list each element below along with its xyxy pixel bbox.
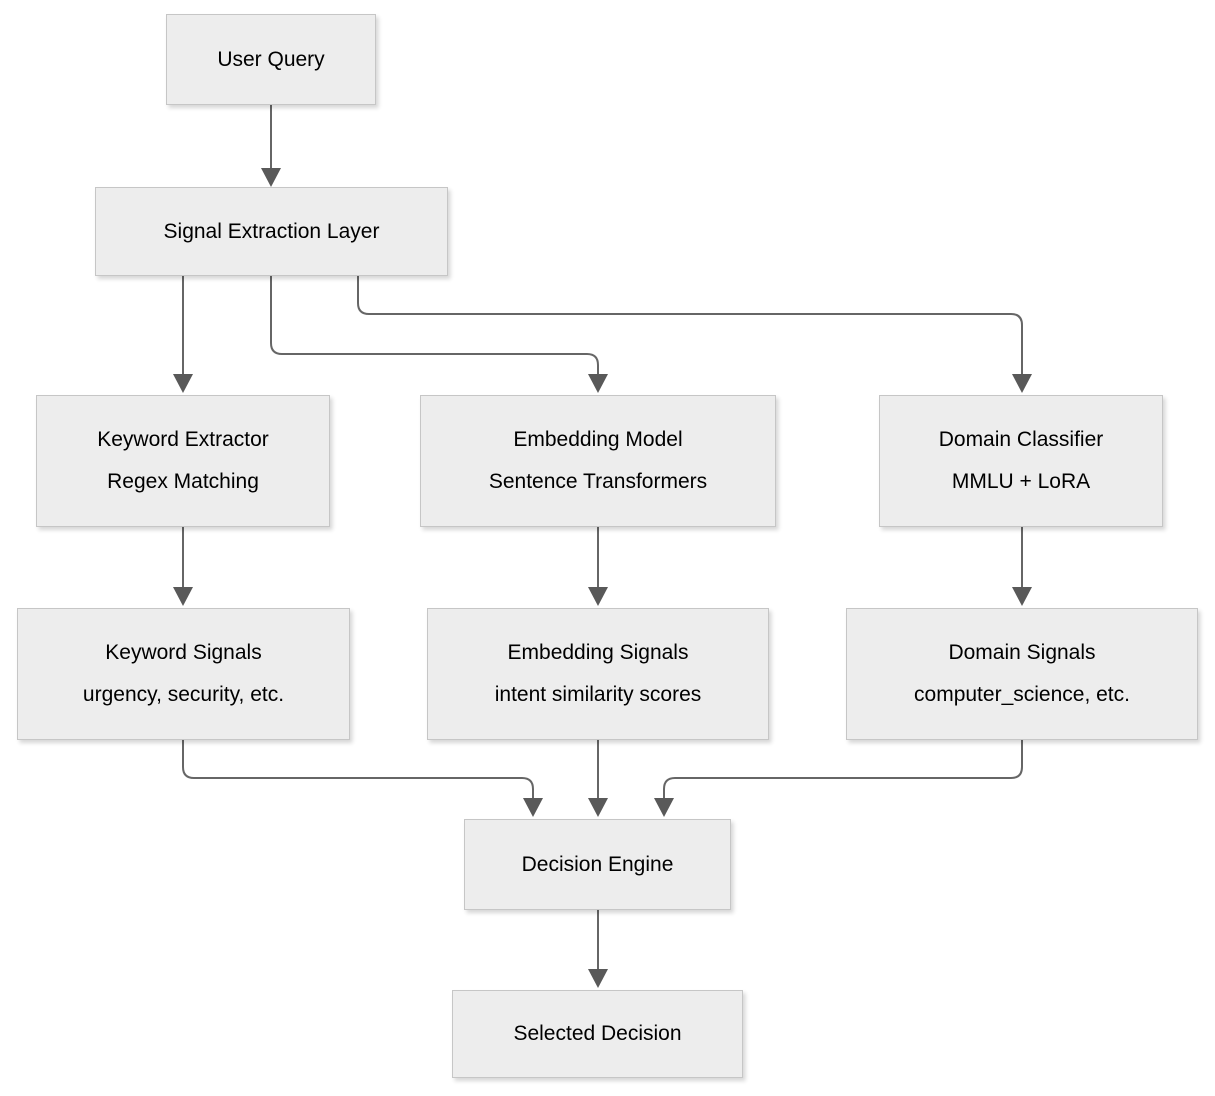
edge-embedding-signals-to-decision-engine xyxy=(588,740,608,817)
node-embedding-model: Embedding Model Sentence Transformers xyxy=(420,395,776,527)
edge-domain-signals-to-decision-engine xyxy=(654,740,1023,817)
node-label: Signal Extraction Layer xyxy=(163,219,380,243)
node-label: Domain Signals xyxy=(948,641,1096,664)
node-domain-classifier: Domain Classifier MMLU + LoRA xyxy=(879,395,1163,527)
node-sublabel: intent similarity scores xyxy=(494,683,702,706)
edge-embedding-model-to-embedding-signals xyxy=(588,527,608,606)
edge-domain-classifier-to-domain-signals xyxy=(1012,527,1032,606)
node-embedding-signals: Embedding Signals intent similarity scor… xyxy=(427,608,769,740)
node-sublabel: computer_science, etc. xyxy=(914,683,1130,706)
node-selected-decision: Selected Decision xyxy=(452,990,743,1078)
node-sublabel: MMLU + LoRA xyxy=(951,470,1091,493)
node-decision-engine: Decision Engine xyxy=(464,819,731,910)
node-signal-extraction-layer: Signal Extraction Layer xyxy=(95,187,448,276)
node-label: Decision Engine xyxy=(521,852,674,876)
node-keyword-extractor: Keyword Extractor Regex Matching xyxy=(36,395,330,527)
node-label: Keyword Signals xyxy=(105,641,262,664)
edge-user-query-to-signal-extraction xyxy=(261,105,281,187)
node-domain-signals: Domain Signals computer_science, etc. xyxy=(846,608,1198,740)
node-label: Embedding Model xyxy=(513,428,683,451)
edge-signal-extraction-to-keyword-extractor xyxy=(173,276,193,393)
edge-signal-extraction-to-domain-classifier xyxy=(357,276,1032,393)
node-sublabel: urgency, security, etc. xyxy=(82,683,285,706)
node-sublabel: Sentence Transformers xyxy=(488,470,708,493)
node-label: Keyword Extractor xyxy=(97,428,269,451)
edge-keyword-extractor-to-keyword-signals xyxy=(173,527,193,606)
node-label: User Query xyxy=(217,47,325,71)
edge-signal-extraction-to-embedding-model xyxy=(270,276,608,393)
node-label: Domain Classifier xyxy=(938,428,1104,451)
node-label: Selected Decision xyxy=(513,1022,682,1045)
node-user-query: User Query xyxy=(166,14,376,105)
node-sublabel: Regex Matching xyxy=(107,470,259,493)
edge-decision-engine-to-selected-decision xyxy=(588,910,608,988)
edge-keyword-signals-to-decision-engine xyxy=(182,740,543,817)
node-keyword-signals: Keyword Signals urgency, security, etc. xyxy=(17,608,350,740)
node-label: Embedding Signals xyxy=(507,641,689,664)
